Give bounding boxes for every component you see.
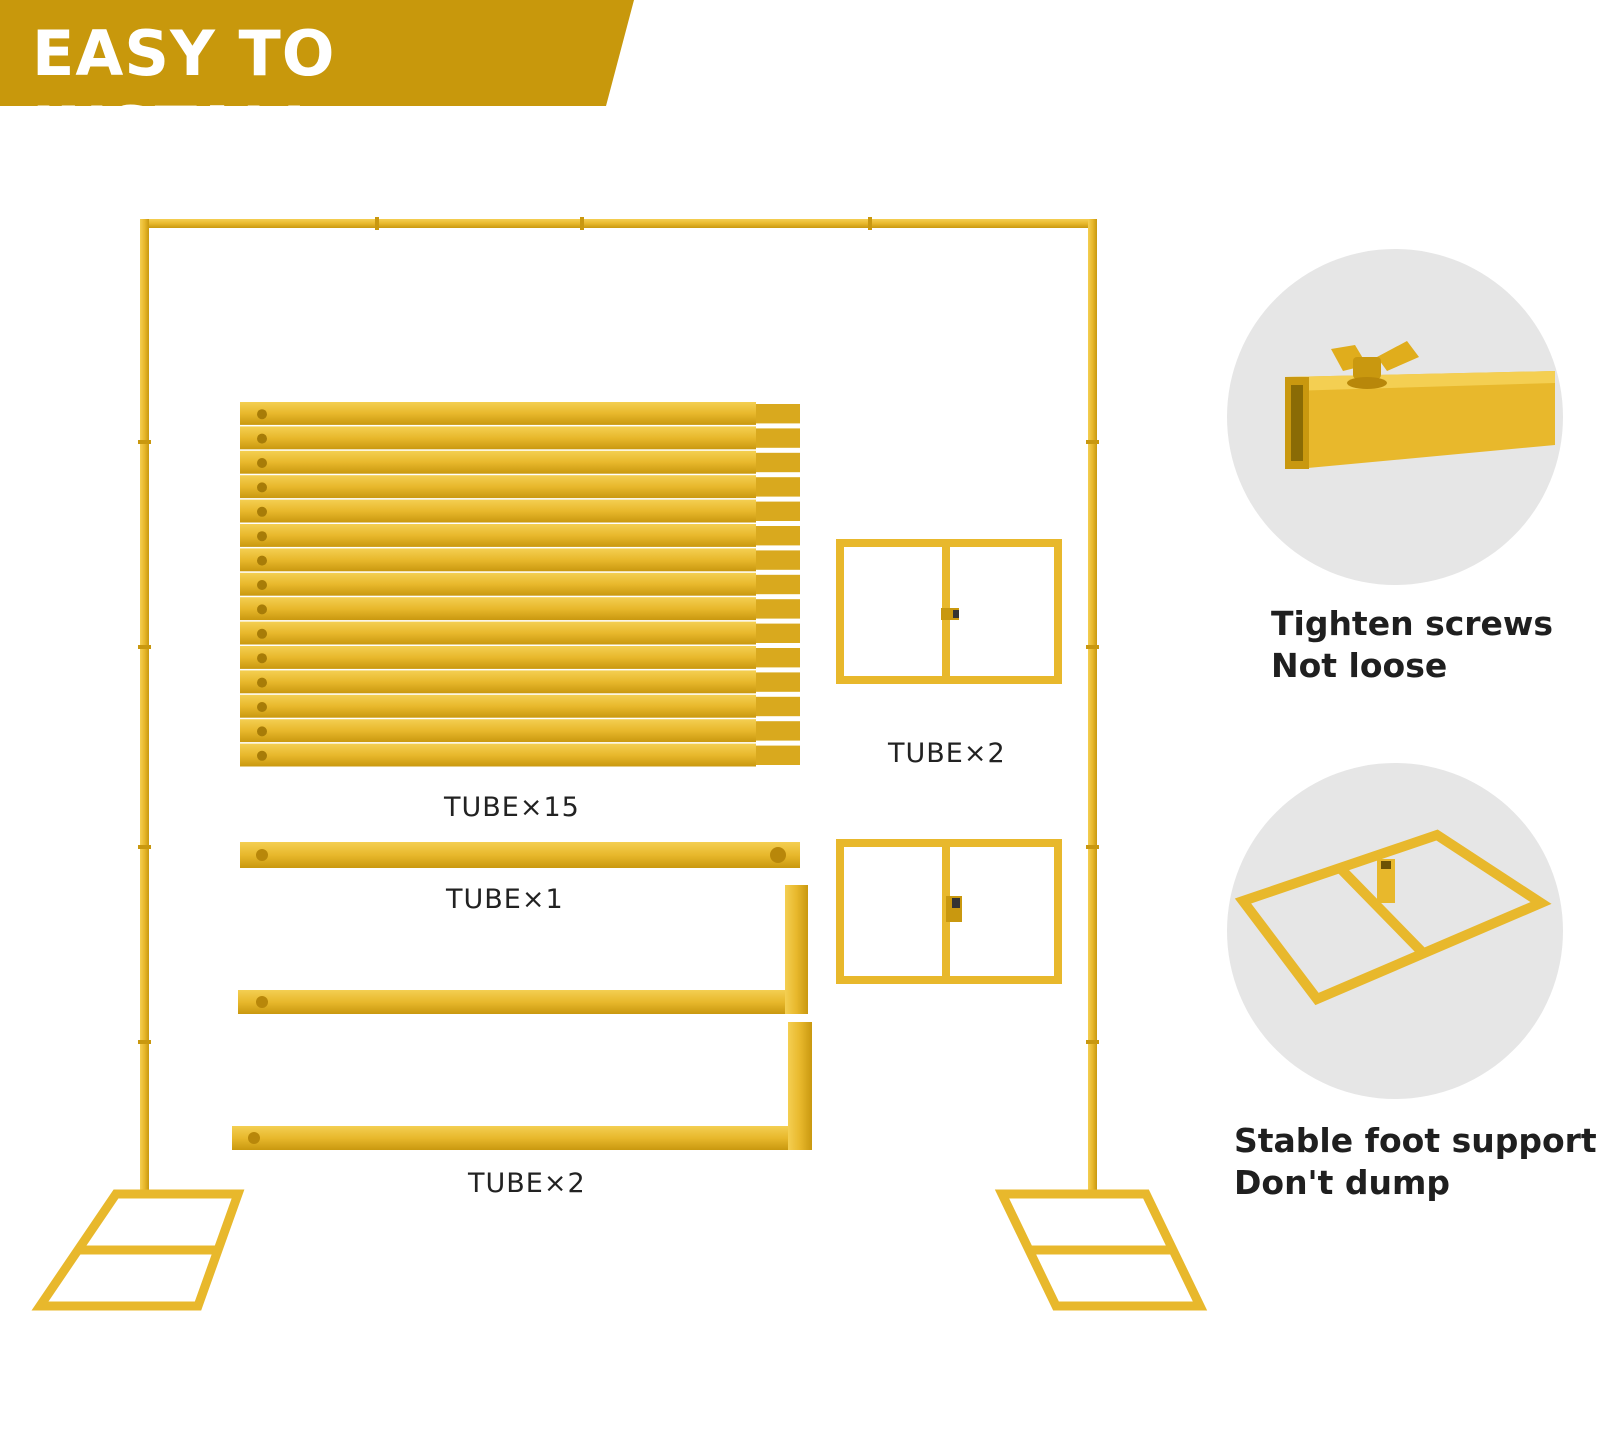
tube-sleeve: [756, 574, 800, 595]
straight-tube: [240, 842, 800, 868]
tube-sleeve: [756, 745, 800, 765]
stacked-tube: [240, 694, 756, 718]
tube-screw: [257, 604, 267, 615]
tube-screw: [257, 482, 267, 493]
stacked-tube: [240, 670, 756, 694]
title-banner: EASY TO INSTALL: [0, 0, 640, 166]
assembled-frame: [31, 217, 1208, 1311]
tube-screw: [257, 433, 267, 444]
straight-tube-label: TUBE×1: [446, 884, 564, 915]
feature-foot-line1: Stable foot support: [1234, 1121, 1597, 1160]
feature-foot-caption: Stable foot support Don't dump: [1234, 1120, 1597, 1204]
base-frame-icon: [1234, 829, 1552, 1006]
stacked-tube: [240, 426, 756, 450]
tube-screw: [257, 409, 267, 420]
tube-sleeve: [756, 599, 800, 619]
stacked-tube: [240, 450, 756, 474]
tube-screw: [257, 580, 267, 590]
feature-screws-line1: Tighten screws: [1271, 604, 1554, 643]
base-frame-lower: [836, 839, 1062, 984]
tube-sleeve: [756, 672, 800, 692]
tube-screw: [257, 726, 267, 737]
wing-screw-tube-icon: [1285, 341, 1555, 469]
tube-sleeve: [756, 428, 800, 448]
tube-sleeve: [756, 501, 800, 521]
stacked-tube: [240, 402, 756, 425]
l-tubes-label: TUBE×2: [468, 1168, 586, 1199]
l-tube-upper: [238, 885, 808, 1014]
tube-sleeve: [756, 623, 800, 643]
tube-screw: [257, 458, 267, 468]
base-frames-label: TUBE×2: [888, 738, 1006, 769]
feature-foot-line2: Don't dump: [1234, 1163, 1451, 1202]
base-frame-upper: [836, 539, 1062, 684]
screw-closeup-circle: [1227, 249, 1563, 585]
tube-screw: [257, 750, 267, 761]
tube-screw: [257, 628, 267, 639]
stacked-tube: [240, 524, 756, 547]
tube-screw: [257, 555, 267, 566]
tube-screw: [257, 677, 267, 688]
tube-sleeve: [756, 526, 800, 546]
tube-screw: [257, 702, 267, 712]
l-tube-lower: [232, 1022, 812, 1150]
feature-screws-caption: Tighten screws Not loose: [1271, 603, 1553, 687]
stacked-tube: [240, 548, 756, 572]
left-foot-base: [31, 1189, 245, 1311]
tube-screw: [257, 506, 267, 517]
tube-sleeve: [756, 404, 800, 424]
feature-screws-line2: Not loose: [1271, 646, 1448, 685]
stacked-tube: [240, 572, 756, 596]
frame-left-pole: [140, 219, 149, 1194]
frame-right-pole: [1088, 219, 1097, 1194]
banner-shape: [0, 0, 634, 106]
stacked-tube: [240, 597, 756, 621]
stacked-tube: [240, 719, 756, 743]
tube-stack: [240, 402, 800, 767]
right-foot-base: [994, 1189, 1208, 1311]
tube-screw: [257, 653, 267, 664]
stacked-tube: [240, 743, 756, 767]
tube-sleeve: [756, 452, 800, 473]
banner-title: EASY TO INSTALL: [32, 17, 336, 166]
foot-closeup-circle: [1227, 763, 1563, 1099]
tube-sleeve: [756, 477, 800, 497]
stacked-tube: [240, 499, 756, 523]
frame-top-bar: [140, 219, 1097, 228]
tube-sleeve: [756, 721, 800, 741]
stacked-tube: [240, 621, 756, 645]
stacked-tube: [240, 475, 756, 499]
tube-stack-label: TUBE×15: [444, 792, 580, 823]
stacked-tube: [240, 646, 756, 669]
tube-sleeve: [756, 550, 800, 570]
tube-sleeve: [756, 696, 800, 717]
tube-sleeve: [756, 648, 800, 668]
tube-screw: [257, 531, 267, 542]
